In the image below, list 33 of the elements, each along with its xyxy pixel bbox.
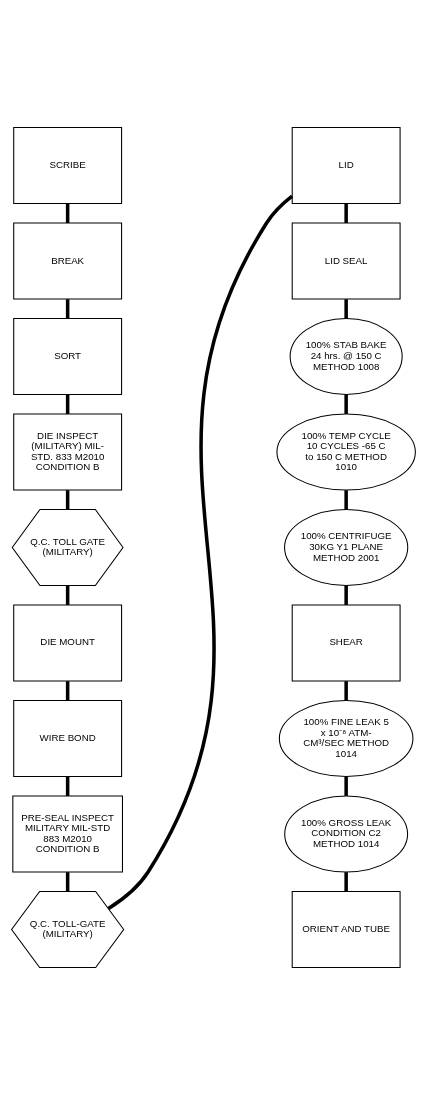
connector	[65, 585, 70, 605]
node-ellipse: 100% TEMP CYCLE 10 CYCLES -65 C to 150 C METHOD 1010	[276, 413, 416, 491]
node-box: LID	[291, 127, 401, 205]
connector	[344, 203, 348, 223]
connector	[344, 681, 348, 701]
node-box: LID SEAL	[291, 222, 401, 300]
connector	[107, 194, 294, 910]
node-box: DIE MOUNT	[13, 604, 123, 682]
connector	[344, 776, 348, 796]
connector	[65, 490, 70, 510]
connector	[344, 394, 348, 414]
connector	[65, 394, 70, 414]
node-ellipse: 100% GROSS LEAK CONDITION C2 METHOD 1014	[284, 795, 409, 873]
node-box: ORIENT AND TUBE	[291, 890, 401, 968]
connector	[65, 203, 70, 223]
connector	[344, 299, 348, 319]
node-box: BREAK	[13, 222, 123, 300]
connector	[65, 681, 70, 701]
connector	[65, 872, 70, 892]
connector	[65, 776, 70, 796]
node-box: WIRE BOND	[13, 699, 123, 777]
connector	[344, 872, 348, 892]
node-box: SHEAR	[291, 604, 401, 682]
node-box: SORT	[13, 318, 123, 396]
connector	[344, 490, 348, 510]
node-ellipse: 100% STAB BAKE 24 hrs. @ 150 C METHOD 1008	[289, 318, 403, 396]
node-box: PRE-SEAL INSPECT MILITARY MIL-STD 883 M2010 CONDITION B	[12, 795, 123, 873]
node-box: DIE INSPECT (MILITARY) MIL-STD. 833 M2010 CONDITION B	[13, 413, 123, 491]
node-box: SCRIBE	[13, 127, 123, 205]
node-ellipse: 100% CENTRIFUGE 30KG Y1 PLANE METHOD 2001	[284, 508, 409, 587]
connector	[344, 585, 348, 605]
connector	[65, 299, 70, 319]
node-ellipse: 100% FINE LEAK 5 x 10⁻⁸ ATM-CM³/SEC METHOD 1014	[278, 699, 414, 777]
